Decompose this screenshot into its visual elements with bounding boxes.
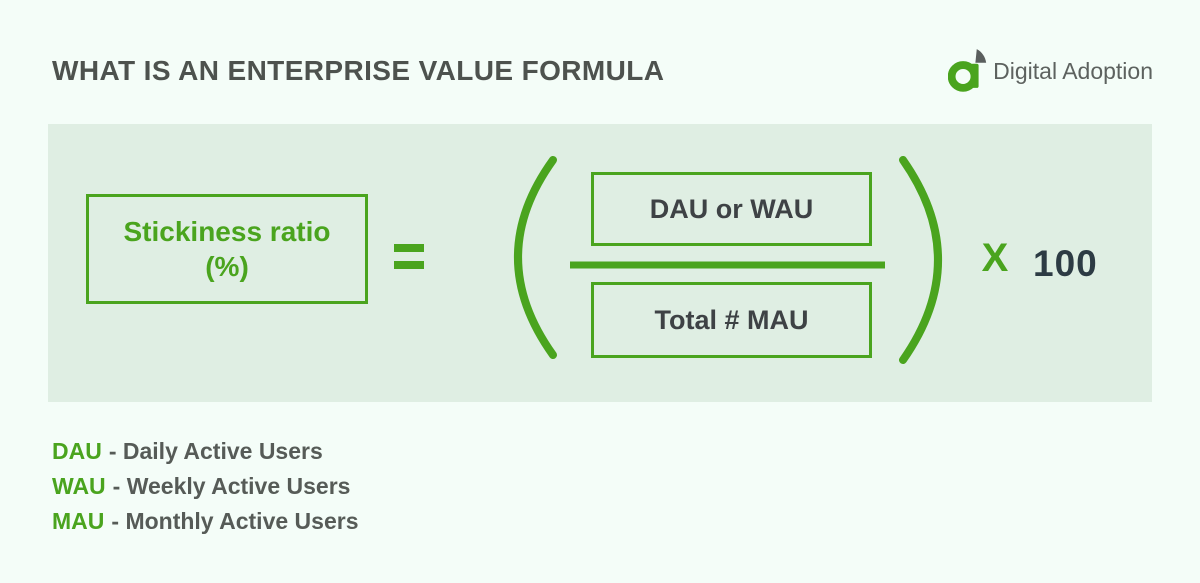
logo-wordmark: Digital Adoption	[993, 57, 1153, 84]
parentheses-and-fraction-bar	[514, 156, 942, 364]
stickiness-ratio-line2: (%)	[205, 251, 249, 282]
equals-bar-top	[394, 244, 424, 252]
abbreviation-legend: DAU- Daily Active Users WAU- Weekly Acti…	[52, 437, 358, 542]
numerator-label: DAU or WAU	[649, 193, 814, 224]
page-title: WHAT IS AN ENTERPRISE VALUE FORMULA	[52, 55, 665, 86]
equals-bar-bottom	[394, 261, 424, 269]
legend-definition-dau: - Daily Active Users	[108, 438, 323, 464]
digital-adoption-logo: Digital Adoption	[947, 48, 1153, 94]
left-parenthesis	[514, 156, 557, 359]
legend-term-dau: DAU	[52, 438, 102, 464]
formula-panel: Stickiness ratio (%) DAU or WAU Total # …	[48, 124, 1152, 402]
legend-row-wau: WAU- Weekly Active Users	[52, 472, 358, 507]
stickiness-ratio-line1: Stickiness ratio	[123, 216, 331, 247]
logo-a-icon	[947, 48, 990, 94]
legend-term-mau: MAU	[52, 508, 105, 534]
stickiness-ratio-label: Stickiness ratio (%)	[124, 214, 331, 284]
denominator-box: Total # MAU	[591, 282, 872, 358]
stickiness-ratio-box: Stickiness ratio (%)	[86, 194, 368, 304]
numerator-box: DAU or WAU	[591, 172, 872, 246]
denominator-label: Total # MAU	[654, 304, 809, 335]
legend-definition-wau: - Weekly Active Users	[112, 473, 351, 499]
legend-row-dau: DAU- Daily Active Users	[52, 437, 358, 472]
right-parenthesis	[899, 156, 942, 364]
multiply-sign: X	[981, 236, 1009, 280]
legend-definition-mau: - Monthly Active Users	[111, 508, 359, 534]
equals-sign	[394, 244, 424, 269]
legend-term-wau: WAU	[52, 473, 106, 499]
multiplier-value: 100	[1033, 243, 1098, 284]
legend-row-mau: MAU- Monthly Active Users	[52, 507, 358, 542]
